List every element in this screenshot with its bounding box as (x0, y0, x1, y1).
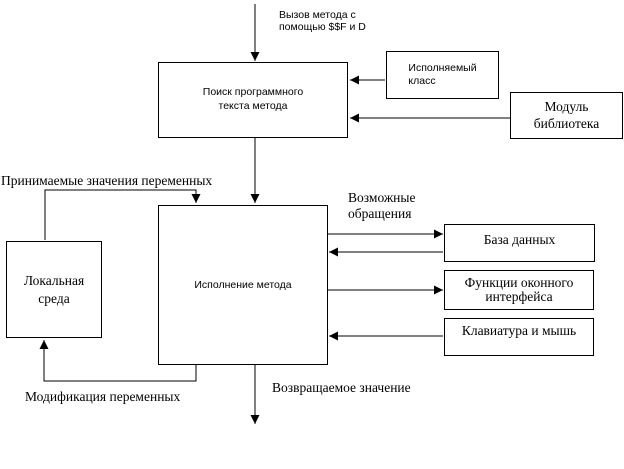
accepted-values-arrow (44, 189, 201, 240)
accepted-values-label: Принимаемые значения переменных (1, 173, 213, 188)
execution-label: Исполнение метода (194, 279, 292, 291)
executable-class-block: Исполняемый класс (386, 51, 499, 99)
modification-arrow (39, 340, 197, 382)
search-block-label: Поиск программного текста метода (202, 86, 304, 112)
gui-functions-label: Функции оконного интерфейса (464, 274, 574, 304)
gui-functions-block: Функции оконного интерфейса (444, 270, 594, 310)
local-env-block: Локальная среда (6, 241, 102, 338)
keyboard-mouse-block: Клавиатура и мышь (444, 318, 594, 356)
database-label: База данных (483, 232, 556, 247)
search-block: Поиск программного текста метода (158, 62, 348, 138)
method-call-label: Вызов метода с помощью $$F и D (279, 9, 366, 34)
execution-block: Исполнение метода (158, 205, 328, 365)
library-module-label: Модуль библиотека (533, 99, 600, 131)
modification-label: Модификация переменных (25, 389, 181, 404)
local-env-label: Локальная среда (23, 272, 85, 306)
possible-calls-label: Возможные обращения (348, 190, 416, 221)
return-value-label: Возвращаемое значение (272, 380, 411, 395)
executable-class-label: Исполняемый класс (408, 62, 477, 87)
keyboard-mouse-label: Клавиатура и мышь (461, 323, 577, 338)
database-block: База данных (444, 224, 595, 262)
library-module-block: Модуль библиотека (510, 92, 623, 139)
